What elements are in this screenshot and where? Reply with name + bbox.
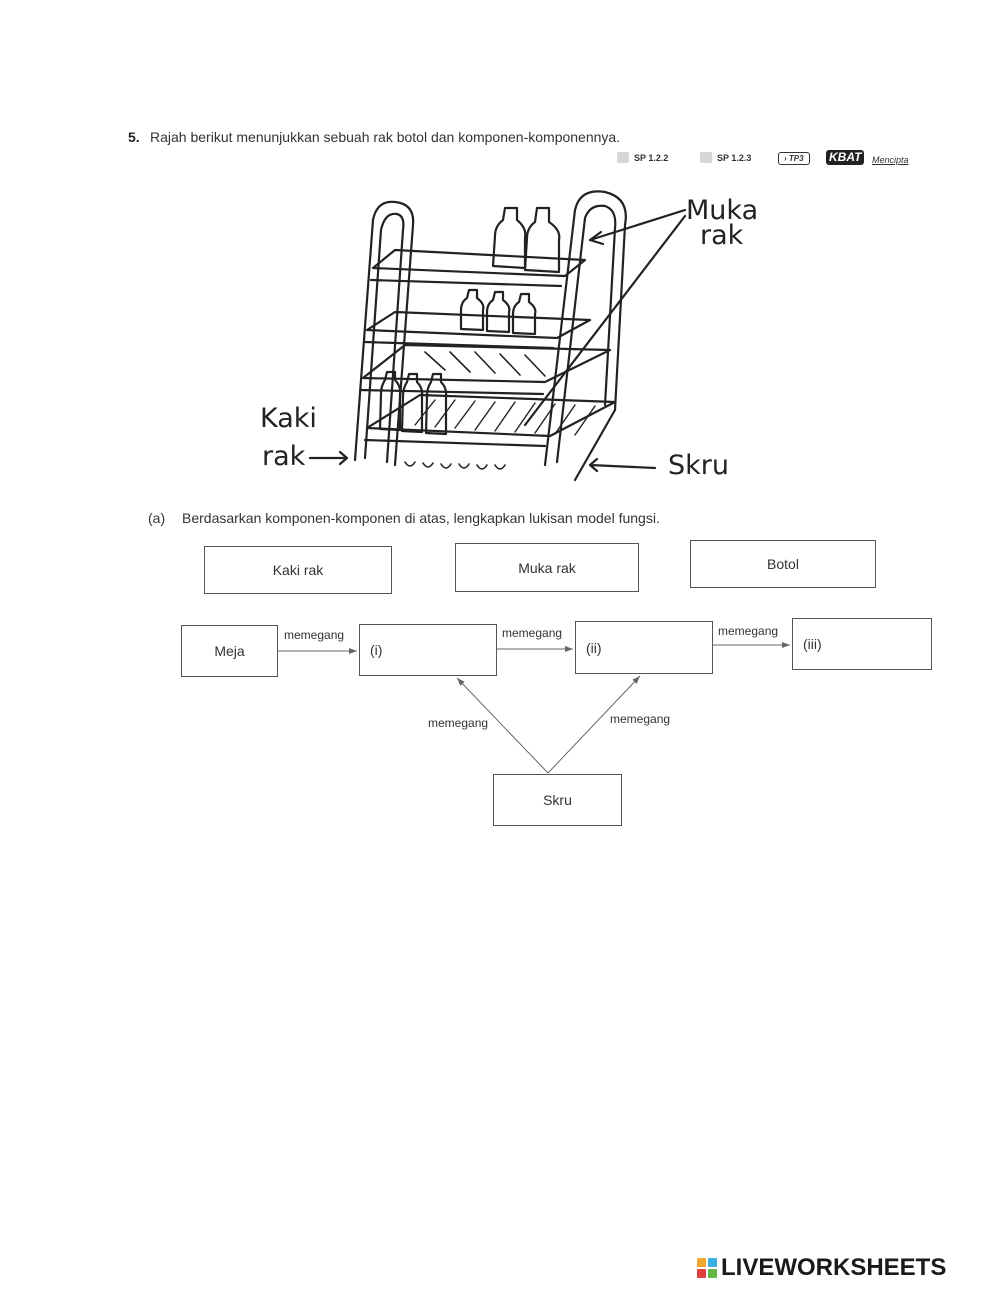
option-muka-rak[interactable]: Muka rak (455, 543, 639, 592)
logo-square-1 (697, 1258, 706, 1267)
arrow-skru-to-ii (547, 675, 641, 774)
option-muka-rak-label: Muka rak (518, 559, 576, 576)
liveworksheets-brand-text: LIVEWORKSHEETS (721, 1254, 947, 1281)
relation-label-skru-i: memegang (428, 716, 489, 730)
option-botol[interactable]: Botol (690, 540, 876, 588)
model-box-meja: Meja (181, 625, 278, 677)
part-a-instruction: Berdasarkan komponen-komponen di atas, l… (182, 510, 660, 526)
model-box-blank-iii[interactable]: (iii) (792, 618, 932, 670)
model-box-skru: Skru (493, 774, 622, 826)
model-box-skru-label: Skru (543, 792, 572, 808)
liveworksheets-logo-icon (697, 1258, 717, 1278)
model-box-blank-ii[interactable]: (ii) (575, 621, 713, 674)
blank-iii-label: (iii) (803, 636, 822, 652)
tag-sp-2-label: SP 1.2.3 (717, 152, 752, 163)
model-box-meja-label: Meja (214, 643, 245, 659)
relation-label-i-ii: memegang (502, 626, 563, 640)
model-box-blank-i[interactable]: (i) (359, 624, 497, 676)
label-kaki-rak-line1: Kaki (260, 403, 317, 434)
option-kaki-rak-label: Kaki rak (272, 562, 324, 578)
part-a-label: (a) (148, 510, 166, 526)
option-botol-label: Botol (767, 556, 799, 572)
bottle-rack-illustration (308, 190, 687, 482)
option-kaki-rak[interactable]: Kaki rak (204, 546, 392, 594)
label-kaki-rak-line2: rak (262, 441, 306, 472)
relation-label-meja-i: memegang (284, 628, 345, 642)
relation-label-skru-ii: memegang (610, 712, 671, 726)
tag-swatch-icon (700, 152, 712, 163)
relation-label-ii-iii: memegang (718, 624, 779, 638)
tag-kbat: KBAT (826, 150, 865, 165)
tag-mencipta: Mencipta (872, 155, 909, 165)
blank-i-label: (i) (370, 642, 383, 658)
tag-sp-2: SP 1.2.3 (700, 152, 751, 163)
question-text: Rajah berikut menunjukkan sebuah rak bot… (150, 129, 621, 145)
liveworksheets-logo: LIVEWORKSHEETS (697, 1254, 946, 1282)
question-number: 5. (128, 129, 140, 145)
logo-square-2 (708, 1258, 717, 1267)
tag-sp-1-label: SP 1.2.2 (634, 152, 669, 163)
tag-sp-1: SP 1.2.2 (617, 152, 668, 163)
label-muka-rak-line2: rak (700, 220, 744, 251)
blank-ii-label: (ii) (586, 639, 602, 656)
label-skru: Skru (668, 450, 729, 481)
arrow-skru-to-i (456, 677, 549, 774)
logo-square-3 (697, 1269, 706, 1278)
logo-square-4 (708, 1269, 717, 1278)
tag-swatch-icon (617, 152, 629, 163)
label-muka-rak-line1: Muka (686, 195, 759, 226)
tag-tp: › TP3 (778, 152, 810, 165)
